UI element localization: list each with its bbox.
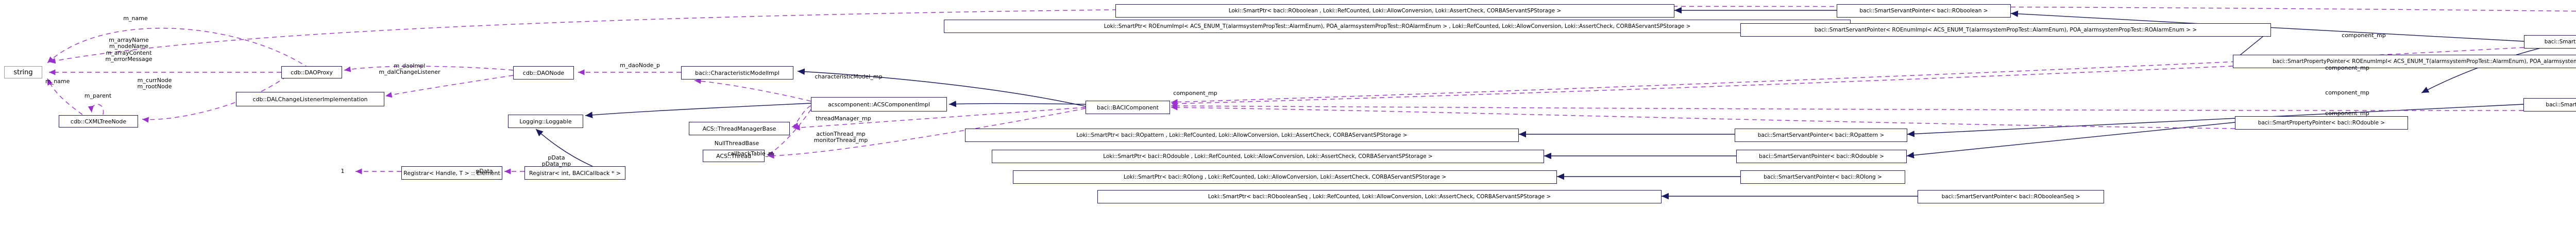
edge-label: m_daoImpl m_dalChangeListener	[379, 62, 440, 76]
class-node-smartsrv_roenum_top[interactable]: baci::SmartServantPointer< ROEnumImpl< A…	[1740, 23, 2271, 37]
class-node-threadmgrbase[interactable]: ACS::ThreadManagerBase	[689, 122, 790, 135]
edge-label: m_currNode m_rootNode	[137, 77, 172, 90]
class-node-smartptr_roenum_top[interactable]: Loki::SmartPtr< ROEnumImpl< ACS_ENUM_T(a…	[944, 20, 1851, 33]
edge-label: m_name	[123, 15, 148, 22]
class-node-smartsrv_rodouble[interactable]: baci::SmartServantPointer< baci::ROdoubl…	[1736, 150, 1907, 163]
class-node-smartsrv_rolong[interactable]: baci::SmartServantPointer< baci::ROlong …	[1740, 170, 1905, 184]
class-node-registrar[interactable]: Registrar< Handle, T > :: Element	[401, 166, 502, 180]
edge-label: m_parent	[84, 92, 112, 99]
class-node-smartprop_robool_top[interactable]: baci::SmartPropertyPointer< baci::RObool…	[2524, 35, 2576, 49]
edge-label: component_mp	[1173, 90, 1217, 97]
class-node-thread[interactable]: ACS::Thread	[703, 150, 765, 162]
edge-label: component_mp	[2325, 110, 2369, 117]
class-node-daonode[interactable]: cdb::DAONode	[513, 66, 574, 80]
class-node-charmodel[interactable]: baci::CharacteristicModelImpl	[681, 66, 793, 80]
class-node-acscompimpl[interactable]: acscomponent::ACSComponentImpl	[811, 97, 947, 112]
edge-label: actionThread_mp monitorThread_mp	[814, 131, 868, 144]
edge-label: 1	[341, 168, 345, 174]
class-node-smartptr_robool_top[interactable]: Loki::SmartPtr< baci::ROboolean , Loki::…	[1115, 4, 1674, 18]
edge-label: characteristicModel_mp	[815, 73, 883, 80]
class-node-loggable[interactable]: Logging::Loggable	[508, 115, 583, 128]
edge-label: callbackTable_m	[727, 150, 774, 157]
class-node-smartsrv_ropattern[interactable]: baci::SmartServantPointer< baci::ROpatte…	[1735, 129, 1907, 142]
class-node-smartprop_ropattern[interactable]: baci::SmartPropertyPointer< baci::ROpatt…	[2523, 98, 2576, 112]
edge-label: component_mp	[2325, 65, 2369, 71]
edge-label: pData	[476, 168, 493, 174]
edge-label: m_daoNode_p	[620, 62, 660, 69]
class-node-smartptr_ropattern[interactable]: Loki::SmartPtr< baci::ROpattern , Loki::…	[965, 129, 1519, 142]
class-node-smartptr_rodouble[interactable]: Loki::SmartPtr< baci::ROdouble , Loki::R…	[992, 150, 1544, 163]
edge-label: component_mp	[2325, 89, 2369, 96]
class-node-daoproxy[interactable]: cdb::DAOProxy	[281, 66, 342, 78]
class-node-cxmltreenode[interactable]: cdb::CXMLTreeNode	[59, 115, 138, 128]
class-node-smartsrv_robool_top[interactable]: baci::SmartServantPointer< baci::ROboole…	[1837, 4, 2011, 18]
class-node-smartptr_robooleanseq[interactable]: Loki::SmartPtr< baci::RObooleanSeq , Lok…	[1097, 190, 1662, 203]
class-node-smartptr_rolong[interactable]: Loki::SmartPtr< baci::ROlong , Loki::Ref…	[1013, 170, 1557, 184]
class-node-smartprop_rodouble[interactable]: baci::SmartPropertyPointer< baci::ROdoub…	[2235, 116, 2408, 130]
edge-label: pData pData_mp	[541, 154, 571, 168]
class-node-smartsrv_robooleanseq[interactable]: baci::SmartServantPointer< baci::ROboole…	[1918, 190, 2104, 203]
edge-label: component_mp	[2342, 32, 2386, 39]
class-node-bacicomp[interactable]: baci::BACIComponent	[1086, 101, 1170, 114]
edge-label: threadManager_mp	[816, 115, 871, 122]
edge-label: NullThreadBase	[714, 140, 759, 147]
class-node-smartprop_roenum_top[interactable]: baci::SmartPropertyPointer< ROEnumImpl< …	[2233, 55, 2576, 68]
class-node-dalchange[interactable]: cdb::DALChangeListenerImplementation	[236, 92, 384, 106]
class-node-registrarcb[interactable]: Registrar< int, BACICallback * >	[524, 166, 625, 180]
edge-label: m_name	[45, 78, 70, 85]
edge-label: m_arrayName m_nodeName m_arrayContent m_…	[105, 37, 152, 62]
class-node-string[interactable]: string	[4, 66, 42, 78]
